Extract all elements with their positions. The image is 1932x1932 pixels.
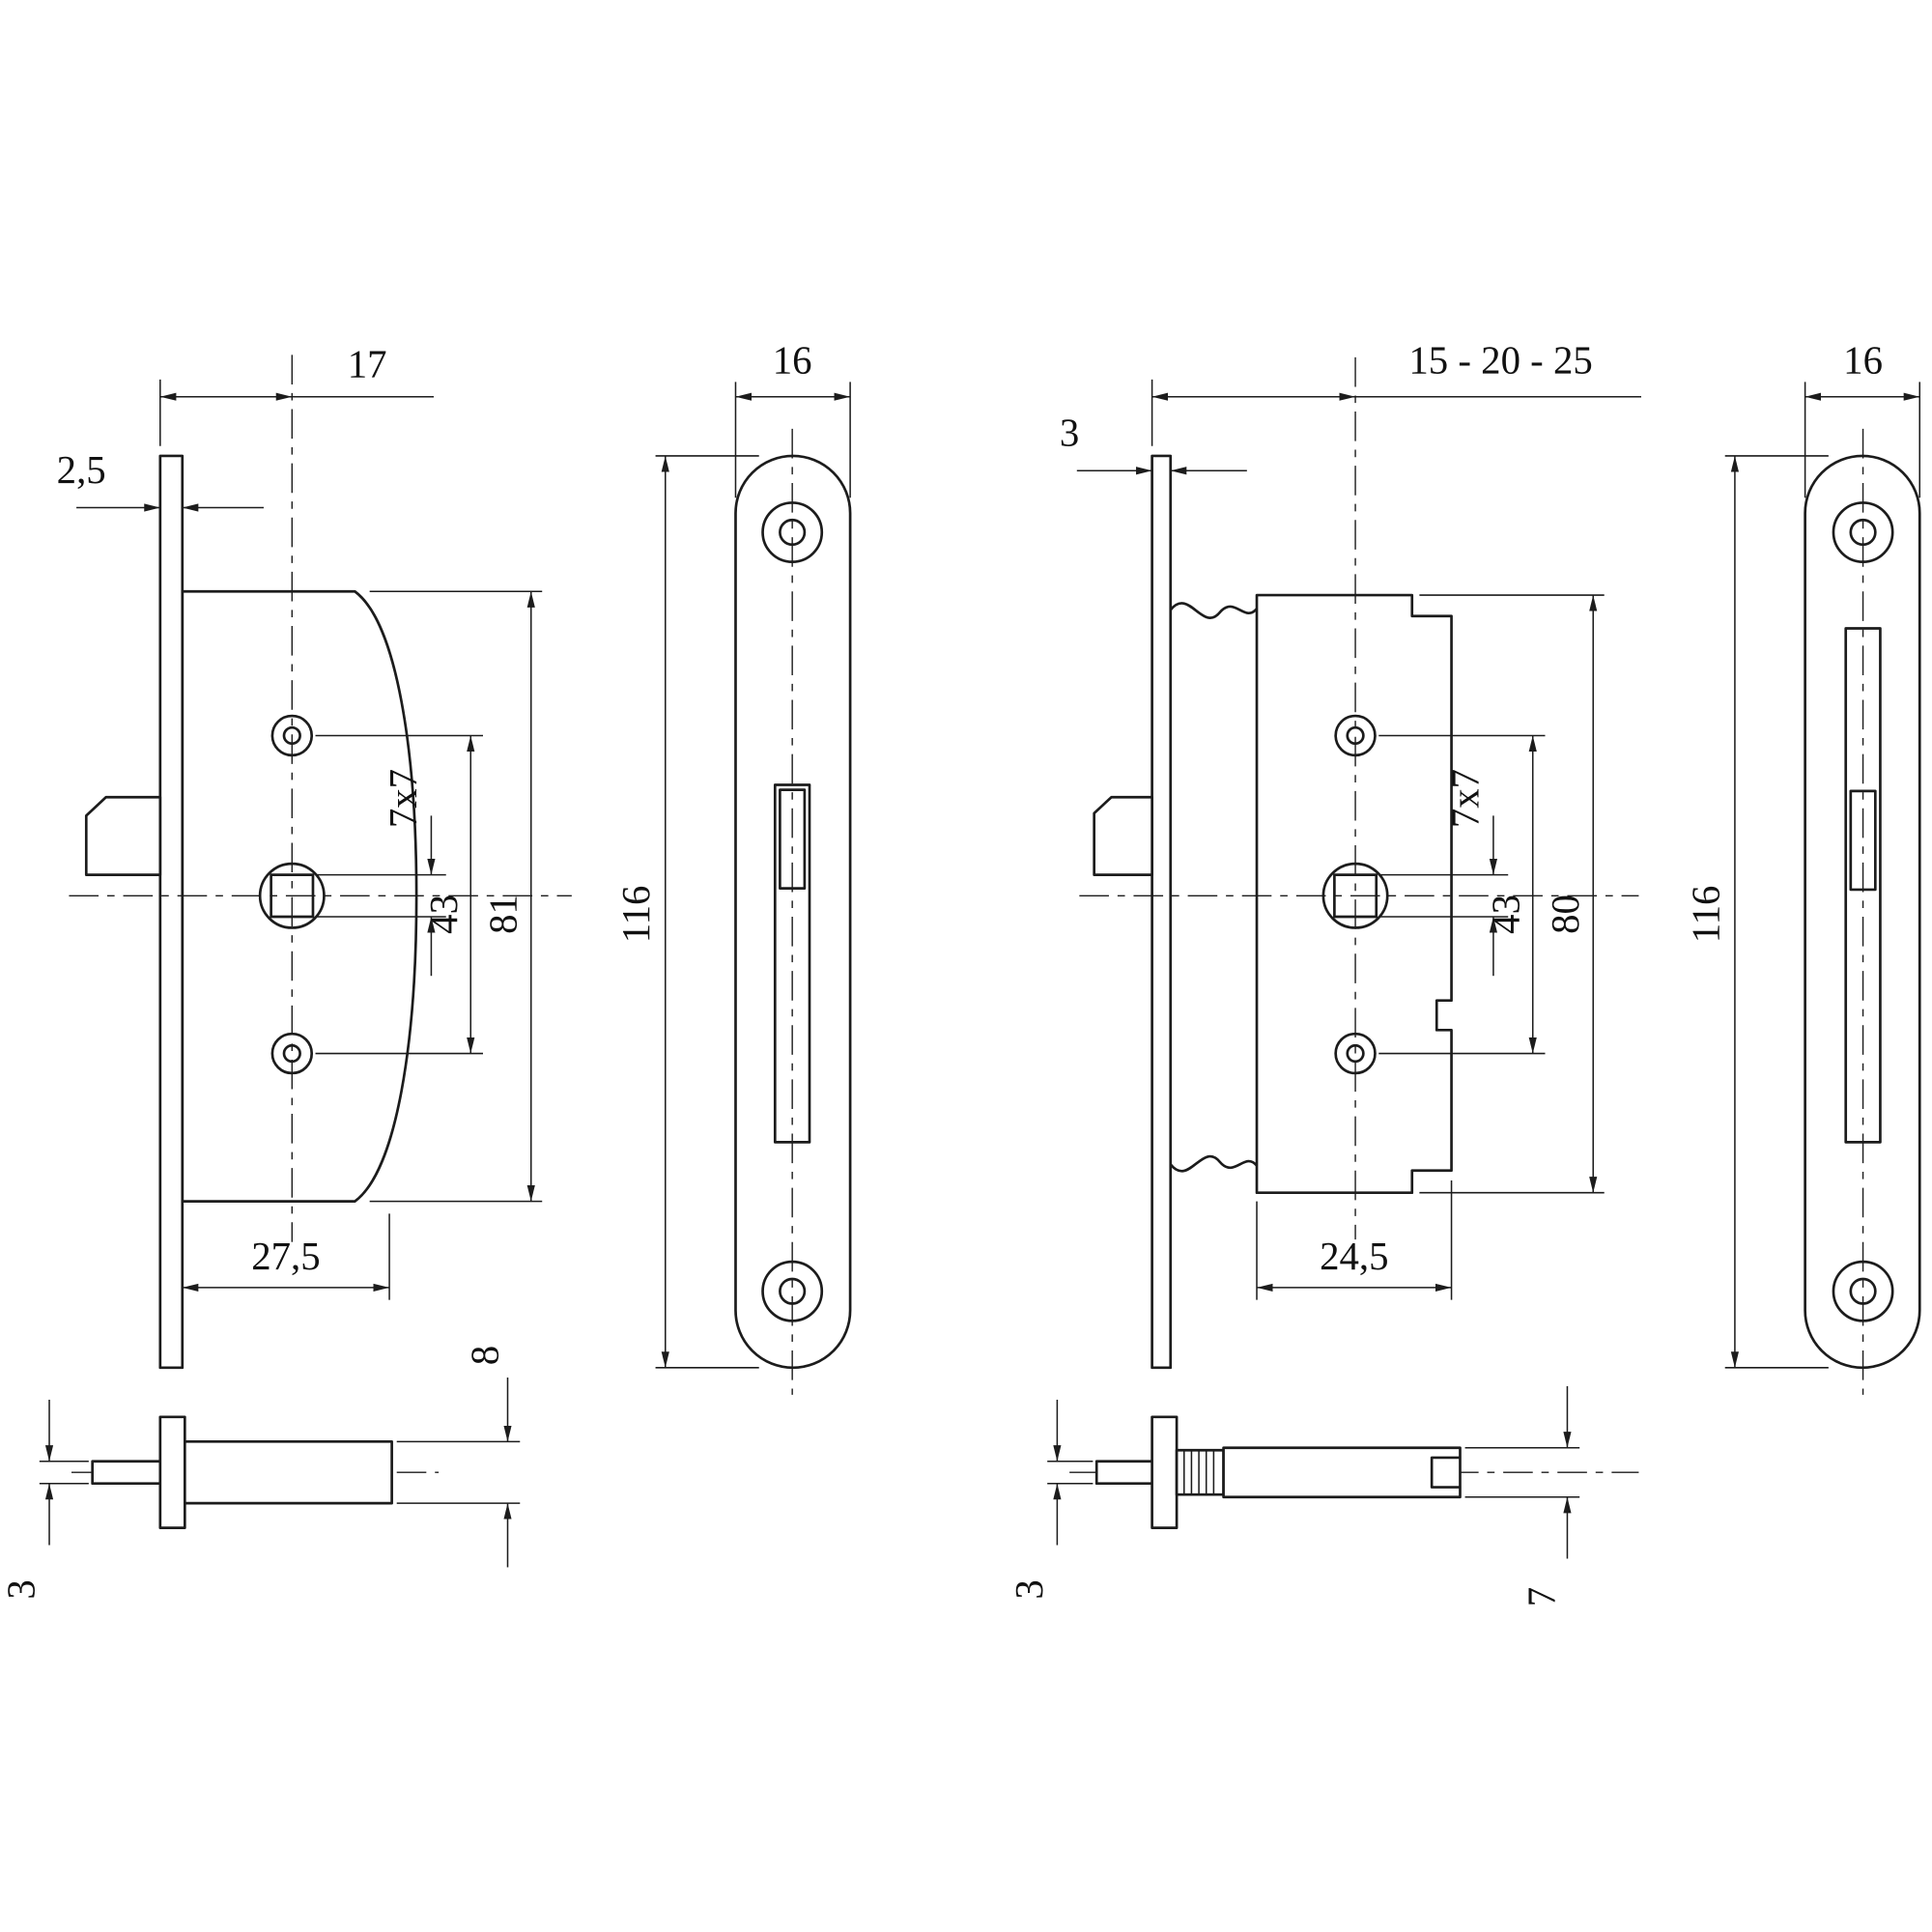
spindle-body (183, 1440, 393, 1505)
dim-label-spindle-tip: 7 (1520, 1587, 1564, 1606)
view-faceplate-right: 16 116 (1684, 338, 1921, 1395)
dim-label-screw-spacing: 43 (422, 895, 466, 934)
spindle-rod-thin (91, 1460, 164, 1486)
dim-label-faceplate-height: 116 (1684, 886, 1727, 944)
extension-lines (315, 873, 446, 918)
dim-label-spindle-rod: 3 (0, 1579, 43, 1599)
extension-lines (1724, 455, 1829, 1369)
extension-lines (1419, 594, 1605, 1194)
spindle-flange (1151, 1415, 1179, 1529)
latch-bolt (84, 795, 162, 876)
break-line-bottom (1169, 1154, 1259, 1173)
extension-lines (396, 1440, 521, 1504)
spindle-rod-thin (1094, 1460, 1156, 1486)
spindle-part-right (1069, 1415, 1639, 1529)
view-lock-left: 17 2,5 7x7 43 81 (0, 342, 572, 1600)
latch-slot (1844, 627, 1882, 1144)
spindle-knurl-serration (1183, 1450, 1215, 1495)
dim-screw-spacing: 43 (1378, 734, 1546, 1055)
dim-label-follower-height: 8 (463, 1346, 506, 1365)
dim-label-backset: 15 - 20 - 25 (1408, 338, 1592, 382)
dim-faceplate-height: 116 (614, 455, 759, 1369)
screw-hole-top-inner (1849, 518, 1877, 547)
dim-label-faceplate-width: 16 (773, 338, 812, 382)
dim-screw-spacing: 43 (315, 734, 483, 1055)
dim-label-spindle-square: 7x7 (1444, 769, 1488, 828)
dim-plate-thickness: 3 (1060, 412, 1247, 475)
extension-lines (1804, 382, 1921, 498)
spindle-flange (158, 1415, 186, 1529)
dim-label-screw-spacing: 43 (1485, 895, 1528, 934)
spindle-shaft (1222, 1446, 1462, 1499)
extension-lines (1256, 1179, 1453, 1300)
dim-plate-thickness: 2,5 (57, 448, 264, 512)
screw-hole-bottom-outer (761, 1260, 824, 1322)
dim-body-depth: 24,5 (1256, 1179, 1453, 1300)
extension-lines (734, 382, 851, 498)
dim-label-backset: 17 (348, 342, 387, 385)
break-line-top (1169, 602, 1259, 619)
screw-hole-top-inner (779, 518, 807, 547)
latch-face (1849, 789, 1877, 892)
dim-spindle-square: 7x7 (315, 769, 446, 977)
faceplate-side (158, 454, 185, 1370)
spindle-end-slot (1430, 1456, 1461, 1489)
dim-spindle-rod: 3 (0, 1399, 89, 1600)
dim-label-faceplate-height: 116 (614, 886, 658, 944)
dim-spindle-tip: 7 (1464, 1385, 1580, 1606)
dim-body-depth: 27,5 (182, 1213, 390, 1300)
dim-backset: 17 (159, 342, 434, 446)
latch-bolt (1093, 795, 1153, 876)
dim-label-spindle-rod: 3 (1008, 1579, 1051, 1599)
dim-spindle-square: 7x7 (1378, 769, 1509, 977)
view-lock-right: 15 - 20 - 25 3 7x7 43 80 (1008, 338, 1641, 1606)
dim-spindle-rod: 3 (1008, 1399, 1094, 1600)
dim-label-body-height: 80 (1544, 895, 1587, 934)
dim-label-spindle-square: 7x7 (382, 769, 425, 828)
screw-hole-bottom-inner (1346, 1043, 1365, 1064)
dim-label-body-height: 81 (481, 895, 525, 934)
extension-lines (1464, 1446, 1580, 1498)
extension-lines (1378, 734, 1546, 1055)
screw-hole-bottom-inner (1849, 1277, 1877, 1305)
screw-hole-bottom-outer (1832, 1260, 1894, 1322)
lock-body-outline (1255, 593, 1453, 1195)
extension-lines (315, 734, 483, 1055)
dim-backset: 15 - 20 - 25 (1151, 338, 1641, 446)
view-faceplate-left: 16 116 (614, 338, 852, 1395)
extension-lines (369, 590, 543, 1203)
dim-label-body-depth: 24,5 (1320, 1235, 1388, 1278)
dim-label-plate-thickness: 3 (1060, 412, 1079, 455)
screw-hole-top-outer (1832, 501, 1894, 563)
dim-label-body-depth: 27,5 (251, 1235, 320, 1278)
screw-hole-bottom-inner (779, 1277, 807, 1305)
dim-body-height: 80 (1419, 594, 1605, 1194)
screw-hole-top-outer (761, 501, 824, 563)
latch-face (779, 788, 807, 890)
dim-faceplate-width: 16 (1804, 338, 1921, 498)
dim-faceplate-height: 116 (1684, 455, 1829, 1369)
dim-faceplate-width: 16 (734, 338, 851, 498)
dim-label-plate-thickness: 2,5 (57, 448, 106, 492)
dim-label-faceplate-width: 16 (1843, 338, 1883, 382)
dim-follower-height: 8 (396, 1346, 521, 1568)
extension-lines (1378, 873, 1509, 918)
spindle-part-left (71, 1415, 440, 1529)
latch-slot (773, 783, 811, 1144)
dim-body-height: 81 (369, 590, 543, 1203)
extension-lines (655, 455, 759, 1369)
faceplate-side (1151, 454, 1173, 1370)
